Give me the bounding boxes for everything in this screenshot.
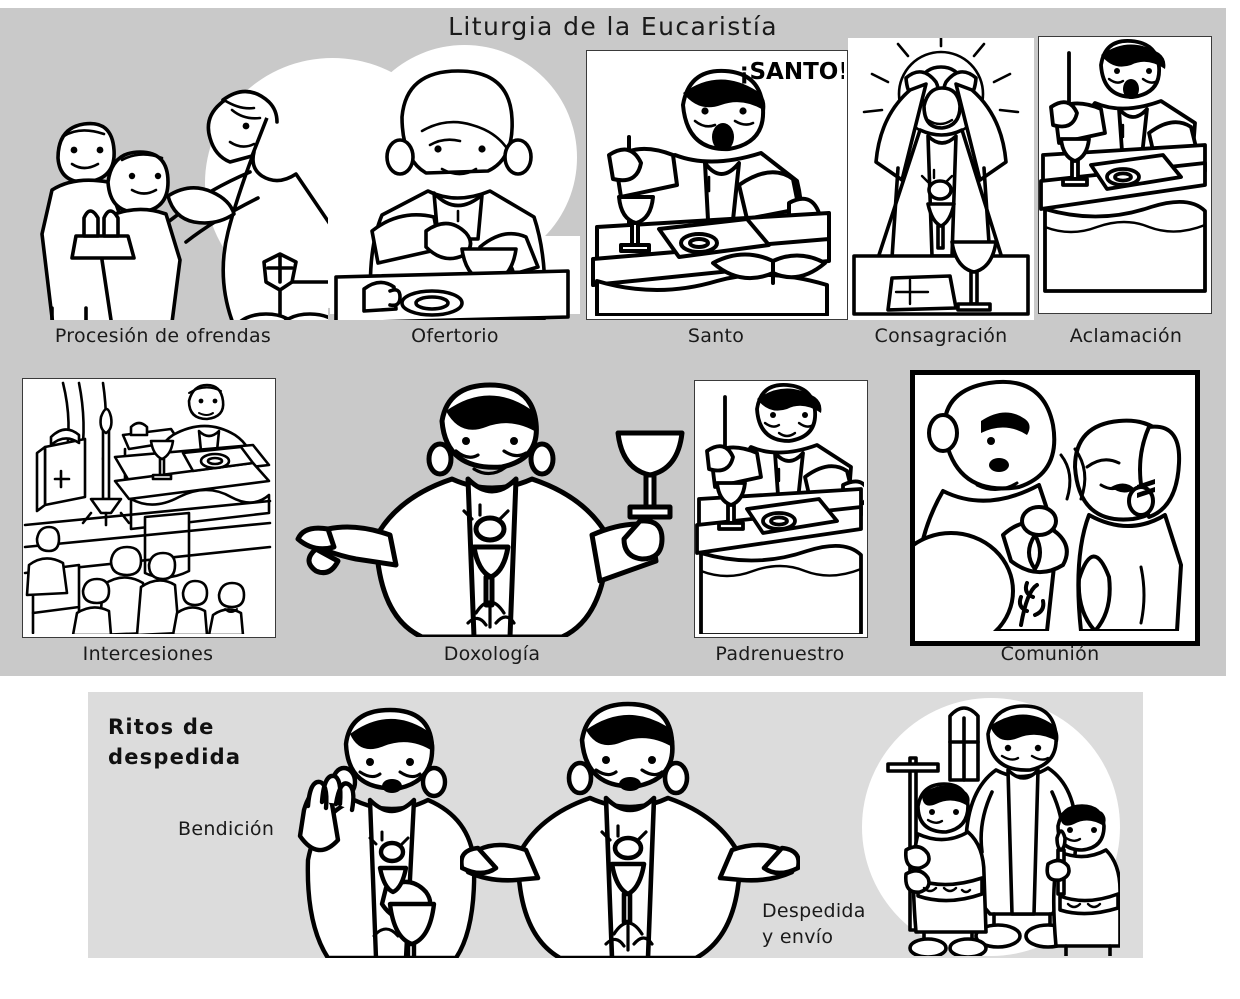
caption-padrenuestro: Padrenuestro xyxy=(715,643,845,665)
ritos-title-line-1: Ritos de xyxy=(108,715,215,739)
caption-aclamacion: Aclamación xyxy=(1069,325,1183,347)
caption-santo: Santo xyxy=(687,325,745,347)
page-title: Liturgia de la Eucaristía xyxy=(448,12,778,41)
panel-procesion-de-ofrendas[interactable] xyxy=(18,40,328,320)
panel-santo[interactable]: ¡SANTO! xyxy=(586,50,848,320)
caption-despedida-y-envio: Despedida y envío xyxy=(762,898,912,950)
ritos-title-line-2: despedida xyxy=(108,745,242,769)
panel-aclamacion[interactable] xyxy=(1038,36,1212,314)
panel-consagracion[interactable] xyxy=(848,38,1034,320)
panel-bendicion[interactable] xyxy=(268,700,478,958)
caption-despedida-line-2: y envío xyxy=(762,926,834,948)
caption-ofertorio: Ofertorio xyxy=(411,325,499,347)
panel-despedida-y-envio[interactable] xyxy=(862,698,1120,956)
speech-santo: ¡SANTO! xyxy=(739,59,844,85)
caption-comunion: Comunión xyxy=(1000,643,1100,665)
section-title-ritos-de-despedida: Ritos de despedida xyxy=(108,712,338,772)
panel-intercesiones[interactable] xyxy=(22,378,276,638)
caption-procesion-de-ofrendas: Procesión de ofrendas xyxy=(54,325,272,347)
caption-intercesiones: Intercesiones xyxy=(82,643,214,665)
panel-despedida-figure[interactable] xyxy=(460,696,800,958)
caption-doxologia: Doxología xyxy=(443,643,541,665)
caption-bendicion: Bendición xyxy=(178,818,275,840)
panel-ofertorio[interactable] xyxy=(330,45,580,320)
caption-despedida-line-1: Despedida xyxy=(762,900,866,922)
panel-comunion[interactable] xyxy=(910,370,1200,646)
caption-consagracion: Consagración xyxy=(874,325,1008,347)
panel-padrenuestro[interactable] xyxy=(694,380,868,638)
panel-doxologia[interactable] xyxy=(292,375,692,637)
